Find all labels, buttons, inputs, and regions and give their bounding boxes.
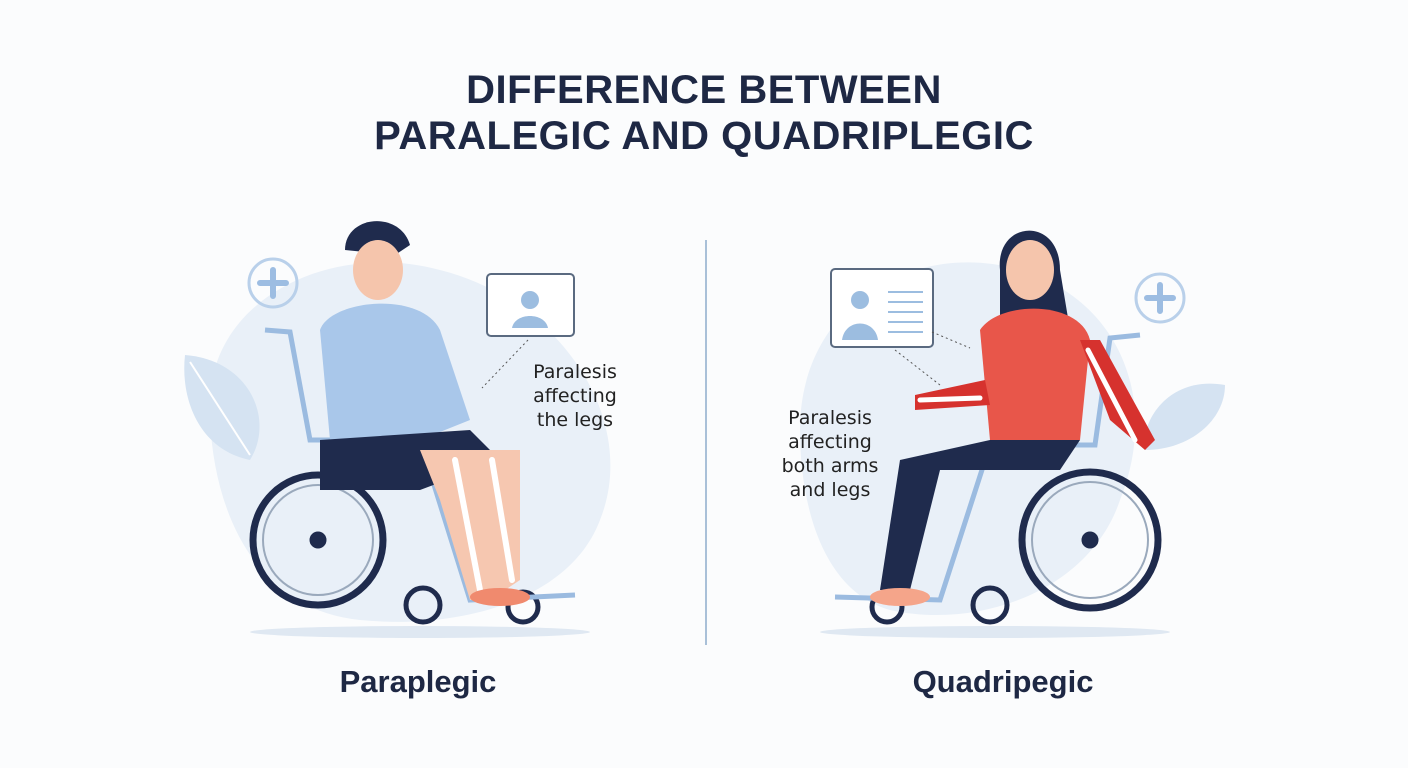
- right-person: [870, 230, 1155, 606]
- xray-card-icon: [486, 273, 575, 337]
- left-caption: Paralesis affecting the legs: [515, 360, 635, 432]
- right-caption: Paralesis affecting both arms and legs: [770, 406, 890, 502]
- caption-line: and legs: [789, 479, 871, 501]
- caption-line: affecting: [533, 385, 617, 407]
- caption-leader-line: [931, 331, 971, 349]
- medical-cross-icon: [247, 257, 299, 309]
- title-line-1: DIFFERENCE BETWEEN: [466, 68, 942, 112]
- left-person: [320, 221, 530, 606]
- caption-line: the legs: [536, 409, 614, 431]
- medical-cross-icon: [1134, 272, 1186, 324]
- leaf-icon: [184, 355, 260, 460]
- title-line-2: PARALEGIC AND QUADRIPLEGIC: [374, 114, 1034, 158]
- caption-line: both arms: [781, 455, 879, 477]
- caption-line: Paralesis: [533, 361, 617, 383]
- xray-card-icon: [830, 268, 934, 348]
- paraplegic-label: Paraplegic: [339, 664, 497, 699]
- quadriplegic-label: Quadripegic: [912, 664, 1094, 699]
- caption-line: affecting: [788, 431, 872, 453]
- caption-line: Paralesis: [788, 407, 872, 429]
- leaf-icon: [1144, 383, 1225, 450]
- caption-leader-line: [481, 339, 529, 389]
